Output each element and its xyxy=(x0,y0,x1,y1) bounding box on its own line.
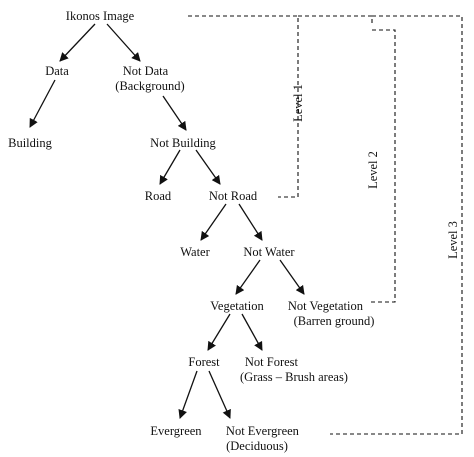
node-not-data-line-2: (Background) xyxy=(115,79,184,93)
node-ikonos-image: Ikonos Image xyxy=(66,9,135,23)
node-evergreen: Evergreen xyxy=(150,424,202,438)
node-data: Data xyxy=(45,64,69,78)
edge-not-road-to-water xyxy=(200,203,227,241)
node-not-vegetation-line-1: Not Vegetation xyxy=(288,299,364,313)
level-2-bracket xyxy=(298,15,373,25)
edge-forest-to-not-evergreen xyxy=(208,370,231,419)
edge-vegetation-to-not-forest xyxy=(241,313,263,351)
node-not-water: Not Water xyxy=(243,245,295,259)
level-3-bracket xyxy=(330,15,463,435)
edge-root-to-data xyxy=(59,23,96,62)
edge-not-water-to-not-vegetation xyxy=(279,259,305,295)
level-labels: Level 1 Level 2 Level 3 xyxy=(291,84,460,259)
tree-nodes: Ikonos Image Data Not Data (Background) … xyxy=(8,9,374,453)
edge-not-water-to-vegetation xyxy=(235,259,261,295)
node-not-building: Not Building xyxy=(150,136,216,150)
node-water: Water xyxy=(180,245,210,259)
edge-not-data-to-not-building xyxy=(162,95,187,131)
level-3-label: Level 3 xyxy=(446,221,460,259)
level-brackets xyxy=(188,15,463,435)
node-not-forest: Not Forest (Grass – Brush areas) xyxy=(240,355,348,384)
edge-root-to-not-data xyxy=(106,23,141,62)
edge-not-road-to-not-water xyxy=(238,203,263,241)
node-not-vegetation: Not Vegetation (Barren ground) xyxy=(288,299,375,328)
node-not-evergreen: Not Evergreen (Deciduous) xyxy=(226,424,302,453)
tree-edges xyxy=(29,23,305,419)
node-not-vegetation-line-2: (Barren ground) xyxy=(294,314,375,328)
node-road: Road xyxy=(145,189,172,203)
node-not-data: Not Data (Background) xyxy=(115,64,184,93)
level-2-label: Level 2 xyxy=(366,151,380,189)
node-not-forest-line-1: Not Forest xyxy=(245,355,299,369)
node-not-evergreen-line-1: Not Evergreen xyxy=(226,424,300,438)
level-1-label: Level 1 xyxy=(291,84,305,122)
node-not-forest-line-2: (Grass – Brush areas) xyxy=(240,370,348,384)
edge-not-building-to-not-road xyxy=(195,149,221,185)
node-forest: Forest xyxy=(188,355,220,369)
edge-vegetation-to-forest xyxy=(207,313,231,351)
edge-forest-to-evergreen xyxy=(178,370,198,419)
node-not-road: Not Road xyxy=(209,189,258,203)
edge-not-building-to-road xyxy=(159,149,181,185)
node-building: Building xyxy=(8,136,53,150)
node-not-data-line-1: Not Data xyxy=(123,64,169,78)
level-1-bracket xyxy=(188,15,299,198)
node-vegetation: Vegetation xyxy=(210,299,264,313)
node-not-evergreen-line-2: (Deciduous) xyxy=(226,439,288,453)
edge-data-to-building xyxy=(29,79,56,128)
